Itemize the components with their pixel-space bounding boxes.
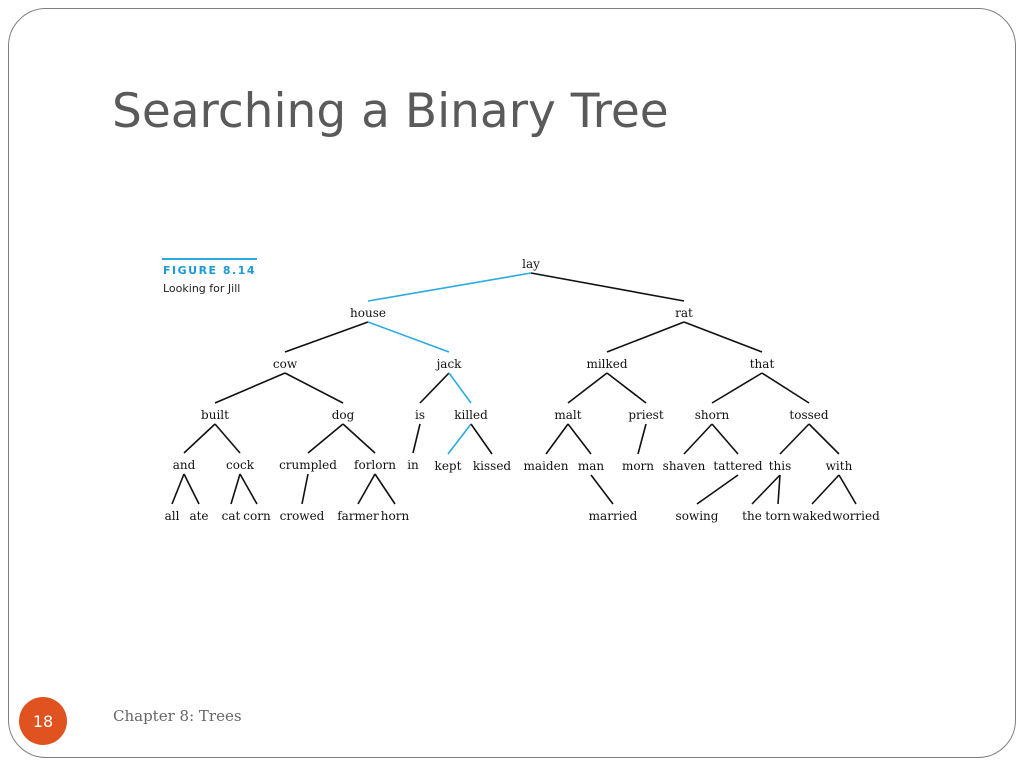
tree-node-horn: horn (381, 509, 410, 523)
tree-edge-lay-rat (530, 272, 685, 302)
tree-node-in: in (407, 458, 419, 472)
slide-title: Searching a Binary Tree (112, 84, 669, 139)
tree-edge-tattered-sowing (696, 474, 739, 505)
tree-edge-jack-killed (448, 372, 472, 404)
tree-edge-lay-house (367, 272, 532, 302)
tree-node-corn: corn (243, 509, 271, 523)
tree-node-the: the (742, 509, 762, 523)
tree-node-sowing: sowing (676, 509, 719, 523)
tree-node-dog: dog (332, 408, 355, 422)
tree-node-and: and (173, 458, 196, 472)
tree-edge-milked-malt (567, 372, 608, 404)
tree-node-kept: kept (435, 459, 462, 473)
tree-edge-forlorn-farmer (357, 473, 376, 505)
tree-node-milked: milked (586, 357, 627, 371)
tree-edge-built-cock (214, 423, 241, 454)
tree-node-killed: killed (454, 408, 488, 422)
tree-node-tattered: tattered (713, 459, 763, 473)
tree-node-house: house (350, 306, 386, 320)
tree-edge-with-waked (811, 474, 840, 505)
tree-node-malt: malt (554, 408, 581, 422)
tree-node-lay: lay (522, 257, 540, 271)
tree-edge-malt-man (567, 423, 592, 455)
figure-rule (162, 258, 257, 260)
tree-edge-and-ate (183, 473, 200, 505)
tree-node-priest: priest (628, 408, 664, 422)
tree-node-that: that (750, 357, 775, 371)
tree-edge-killed-kissed (470, 423, 493, 455)
tree-node-farmer: farmer (337, 509, 379, 523)
tree-edge-house-cow (284, 321, 369, 353)
tree-node-maiden: maiden (524, 459, 569, 473)
tree-node-is: is (415, 408, 425, 422)
tree-node-shorn: shorn (695, 408, 730, 422)
tree-edge-and-all (171, 473, 185, 505)
tree-edge-forlorn-horn (374, 473, 396, 505)
tree-edge-with-worried (838, 474, 857, 505)
tree-nodes: lay house rat cow jack milked that built dog is ki… (165, 257, 881, 523)
tree-edge-rat-milked (606, 321, 685, 353)
tree-node-rat: rat (675, 306, 693, 320)
tree-edge-cow-dog (284, 372, 344, 404)
slide-frame (8, 8, 1016, 758)
tree-edge-tossed-this (779, 423, 810, 455)
slide-number-badge: 18 (19, 697, 67, 745)
tree-edge-built-and (183, 423, 216, 454)
tree-node-built: built (201, 408, 229, 422)
tree-node-jack: jack (435, 357, 463, 371)
tree-edge-this-torn (777, 474, 781, 505)
tree-edge-cock-cat (230, 473, 241, 505)
tree-node-forlorn: forlorn (354, 458, 396, 472)
tree-edge-milked-priest (606, 372, 647, 404)
tree-node-crowed: crowed (280, 509, 325, 523)
tree-edge-shorn-shaven (683, 423, 713, 455)
figure-caption: Looking for Jill (163, 282, 241, 295)
tree-edge-dog-crumpled (307, 423, 344, 454)
tree-edge-crumpled-crowed (301, 473, 309, 505)
tree-edge-shorn-tattered (711, 423, 739, 455)
tree-node-all: all (165, 509, 180, 523)
tree-edge-that-shorn (711, 372, 763, 404)
tree-edge-rat-that (683, 321, 763, 353)
tree-node-worried: worried (832, 509, 880, 523)
tree-node-kissed: kissed (473, 459, 512, 473)
figure-label: FIGURE 8.14 (163, 264, 257, 277)
tree-edge-this-the (751, 474, 781, 505)
tree-node-with: with (826, 459, 853, 473)
tree-node-waked: waked (792, 509, 832, 523)
tree-edge-cock-corn (239, 473, 258, 505)
tree-node-man: man (578, 459, 605, 473)
tree-edges (171, 272, 857, 505)
tree-edge-house-jack (367, 321, 450, 353)
tree-edge-priest-morn (637, 423, 647, 455)
tree-node-married: married (589, 509, 638, 523)
tree-edge-jack-is (419, 372, 450, 404)
tree-node-shaven: shaven (663, 459, 706, 473)
tree-node-cat: cat (222, 509, 241, 523)
tree-edge-malt-maiden (545, 423, 569, 455)
tree-edge-that-tossed (761, 372, 810, 404)
tree-node-crumpled: crumpled (279, 458, 337, 472)
tree-edge-man-married (590, 474, 614, 505)
tree-edge-killed-kept (447, 423, 472, 455)
tree-node-morn: morn (622, 459, 654, 473)
tree-node-tossed: tossed (789, 408, 828, 422)
tree-node-ate: ate (189, 509, 208, 523)
slide-number: 18 (32, 711, 54, 731)
tree-node-this: this (769, 459, 792, 473)
tree-edge-is-in (412, 423, 421, 454)
tree-node-cow: cow (273, 357, 298, 371)
slide-footer: Chapter 8: Trees (113, 707, 242, 725)
tree-edge-cow-built (214, 372, 286, 404)
tree-edge-tossed-with (808, 423, 840, 455)
tree-edge-dog-forlorn (342, 423, 376, 454)
tree-node-cock: cock (226, 458, 255, 472)
tree-node-torn: torn (765, 509, 791, 523)
